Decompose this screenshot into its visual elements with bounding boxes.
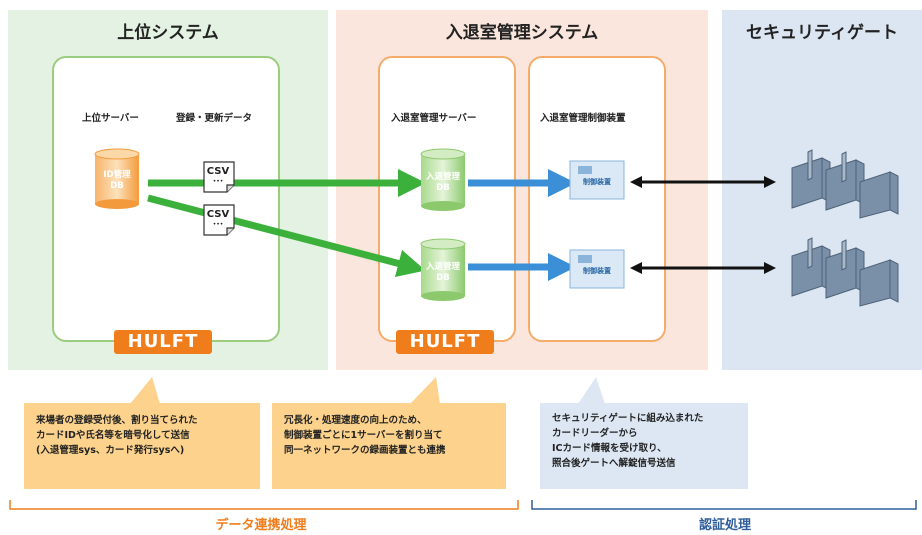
document-icon bbox=[203, 161, 235, 193]
callout-left-line-2: カードIDや氏名等を暗号化して送信 bbox=[36, 430, 190, 441]
auth-bracket bbox=[531, 500, 917, 510]
security-gate-icon bbox=[791, 237, 899, 307]
database-icon bbox=[420, 148, 466, 211]
id-db-label-2: DB bbox=[110, 181, 124, 191]
id-management-db: ID管理 DB bbox=[94, 148, 140, 210]
control-device-icon bbox=[569, 160, 625, 200]
access-db-bottom-label-2: DB bbox=[436, 273, 450, 283]
callout-middle-line-3: 同一ネットワークの録画装置とも連携 bbox=[284, 445, 446, 456]
callout-pointer-middle bbox=[410, 377, 440, 404]
csv-label-top: CSV bbox=[206, 166, 230, 177]
callout-right-line-1: セキュリティゲートに組み込まれた bbox=[552, 413, 704, 424]
gate-title: セキュリティゲート bbox=[746, 23, 898, 43]
csv-dots-bottom: ••• bbox=[212, 221, 224, 228]
callout-right-line-4: 照合後ゲートへ解錠信号送信 bbox=[552, 458, 676, 469]
database-icon bbox=[420, 238, 466, 301]
hulft-badge-upper: HULFT bbox=[114, 330, 212, 354]
security-gate-icon bbox=[791, 149, 899, 219]
control-device-top: 制御装置 bbox=[569, 160, 625, 200]
callout-right-line-2: カードリーダーから bbox=[552, 428, 638, 439]
access-db-bottom-label-1: 入退管理 bbox=[425, 262, 460, 272]
callout-left-line-1: 来場者の登録受付後、割り当てられた bbox=[36, 415, 198, 426]
access-server-label: 入退室管理サーバー bbox=[391, 113, 477, 124]
callout-middle-line-1: 冗長化・処理速度の向上のため、 bbox=[284, 415, 427, 426]
control-device-label: 入退室管理制御装置 bbox=[540, 113, 626, 124]
data-link-bracket bbox=[9, 500, 519, 510]
document-icon bbox=[203, 204, 235, 236]
csv-label-bottom: CSV bbox=[206, 209, 230, 220]
csv-file-bottom: CSV ••• bbox=[203, 204, 235, 236]
auth-label: 認証処理 bbox=[698, 518, 751, 533]
callout-right-line-3: ICカード情報を受け取り、 bbox=[552, 443, 667, 454]
green-arrow-bottom bbox=[147, 194, 426, 278]
control-device-top-label: 制御装置 bbox=[583, 178, 611, 186]
id-db-label-1: ID管理 bbox=[103, 170, 131, 180]
callout-pointer-left bbox=[130, 377, 160, 404]
control-device-bottom-label: 制御装置 bbox=[583, 267, 611, 275]
callout-pointer-right bbox=[578, 377, 605, 404]
upper-server-label: 上位サーバー bbox=[82, 113, 139, 124]
callout-middle-line-2: 制御装置ごとに1サーバーを割り当て bbox=[284, 430, 443, 441]
hulft-badge-access: HULFT bbox=[396, 330, 494, 354]
data-link-label: データ連携処理 bbox=[215, 518, 307, 533]
upper-server-box bbox=[52, 56, 280, 342]
upper-system-title: 上位システム bbox=[117, 23, 219, 43]
csv-dots-top: ••• bbox=[212, 178, 224, 185]
database-icon bbox=[94, 148, 140, 209]
register-data-label: 登録・更新データ bbox=[176, 113, 253, 124]
callout-right: セキュリティゲートに組み込まれた カードリーダーから ICカード情報を受け取り、… bbox=[540, 403, 748, 489]
access-db-top-label-2: DB bbox=[436, 183, 450, 193]
access-system-title: 入退室管理システム bbox=[445, 23, 599, 43]
csv-file-top: CSV ••• bbox=[203, 161, 235, 193]
control-device-bottom: 制御装置 bbox=[569, 249, 625, 289]
callout-left-line-3: (入退管理sys、カード発行sysへ) bbox=[36, 445, 185, 456]
callout-left: 来場者の登録受付後、割り当てられた カードIDや氏名等を暗号化して送信 (入退管… bbox=[24, 403, 260, 489]
callout-middle: 冗長化・処理速度の向上のため、 制御装置ごとに1サーバーを割り当て 同一ネットワ… bbox=[272, 403, 506, 489]
access-db-top: 入退管理 DB bbox=[420, 148, 466, 212]
access-db-bottom: 入退管理 DB bbox=[420, 238, 466, 302]
access-db-top-label-1: 入退管理 bbox=[425, 172, 460, 182]
control-device-icon bbox=[569, 249, 625, 289]
